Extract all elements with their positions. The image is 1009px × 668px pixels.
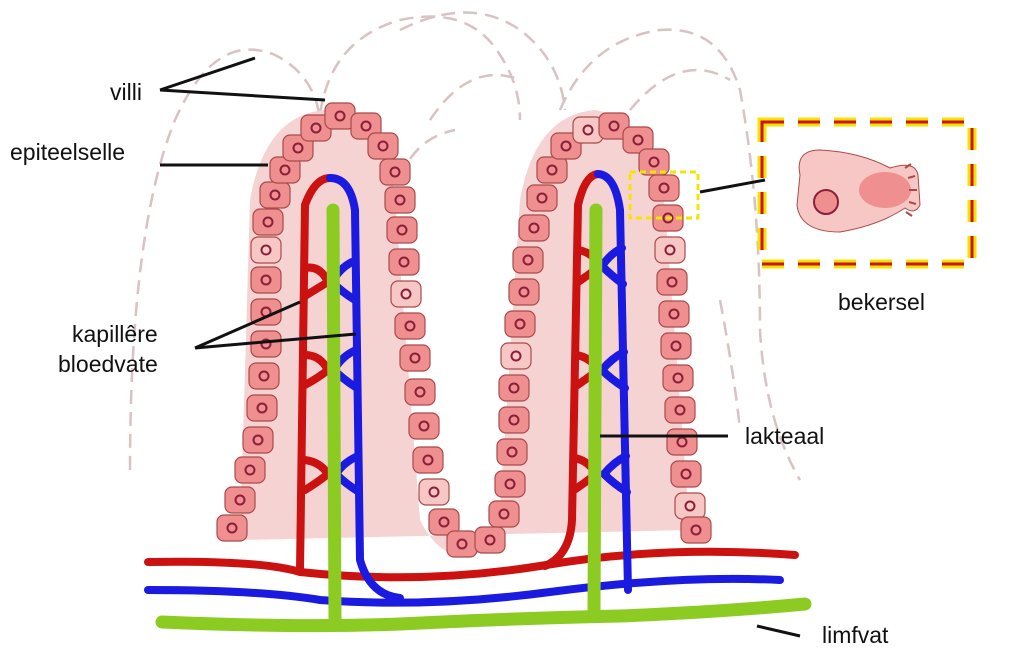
lacteal-vessels [155,203,812,633]
epithelial-cell-layer [216,102,712,558]
epithelial-cell [242,426,274,454]
goblet-highlight-small [628,170,700,220]
epithelial-cell [648,174,680,202]
epithelial-cell [399,344,431,372]
lacteal-left [326,203,342,627]
epithelial-cell [488,500,520,528]
goblet-nucleus [813,189,839,215]
epithelial-cell [504,310,536,338]
capillary-cross [598,348,629,392]
epithelial-cell [536,156,568,184]
vein-right-loop [594,170,632,594]
epithelial-cell [250,330,282,358]
goblet-cell [250,236,282,264]
epithelial-cell [656,268,688,296]
label-lymph-vessel: limfvat [822,622,889,648]
label-capillaries-line2: bloedvate [58,351,158,377]
epithelial-cell [386,216,418,244]
epithelial-cell [498,406,530,434]
vein-horizontal [144,574,784,607]
epithelial-cell [518,214,550,242]
epithelial-cell [324,102,356,130]
goblet-cell [500,342,532,370]
epithelial-cell [446,530,478,558]
epithelial-cell [662,364,694,392]
epithelial-cell [388,248,420,276]
epithelial-cell [252,208,284,236]
epithelial-cell [498,374,530,402]
leader-lines [159,56,801,638]
epithelial-cell [350,112,382,140]
epithelial-cell [494,470,526,498]
epithelial-cell [216,514,248,542]
epithelial-cell [384,186,416,214]
epithelial-cell [526,184,558,212]
epithelial-cell [680,516,712,544]
epithelial-cell [282,134,314,162]
goblet-cell [674,492,706,520]
artery-right-loop [541,170,602,570]
goblet-cell [418,478,450,506]
epithelial-cell [598,112,630,140]
epithelial-cell [496,438,528,466]
lacteal-right [587,203,603,617]
epithelial-cell [664,396,696,424]
goblet-mucus [859,172,911,208]
background-villi-outline [128,11,802,481]
capillary-cross [600,452,631,496]
artery-horizontal [144,547,799,582]
epithelial-cell [248,362,280,390]
epithelial-cell [394,312,426,340]
goblet-cell [390,280,422,308]
blood-vessels [144,170,799,607]
epithelial-cell [250,266,282,294]
lymph-vessel [155,597,812,633]
label-capillaries-line1: kapillêre [72,321,158,347]
epithelial-cell [246,394,278,422]
epithelial-cell [508,278,540,306]
epithelial-cell [428,508,460,536]
label-goblet-cell: bekersel [838,289,925,315]
epithelial-cell [379,158,411,186]
goblet-cell-zoom [757,117,977,269]
epithelial-cell [412,446,444,474]
epithelial-cell [224,486,256,514]
epithelial-cell [408,412,440,440]
epithelial-cell [666,428,698,456]
goblet-cell [654,236,686,264]
epithelial-cell [234,456,266,484]
epithelial-cell [512,246,544,274]
epithelial-cell [404,378,436,406]
epithelial-cell [670,460,702,488]
epithelial-cell [259,181,291,209]
epithelial-cell [658,300,690,328]
epithelial-cell [474,526,506,554]
epithelial-cell [367,132,399,160]
label-lacteal: lakteaal [745,423,825,449]
goblet-microvilli [904,163,917,217]
epithelial-cell [622,126,654,154]
epithelial-cell [660,332,692,360]
label-villi: villi [110,79,142,105]
epithelial-cell [269,156,301,184]
goblet-highlight-accent [760,120,974,266]
label-epithelial-cells: epiteelselle [10,139,126,165]
